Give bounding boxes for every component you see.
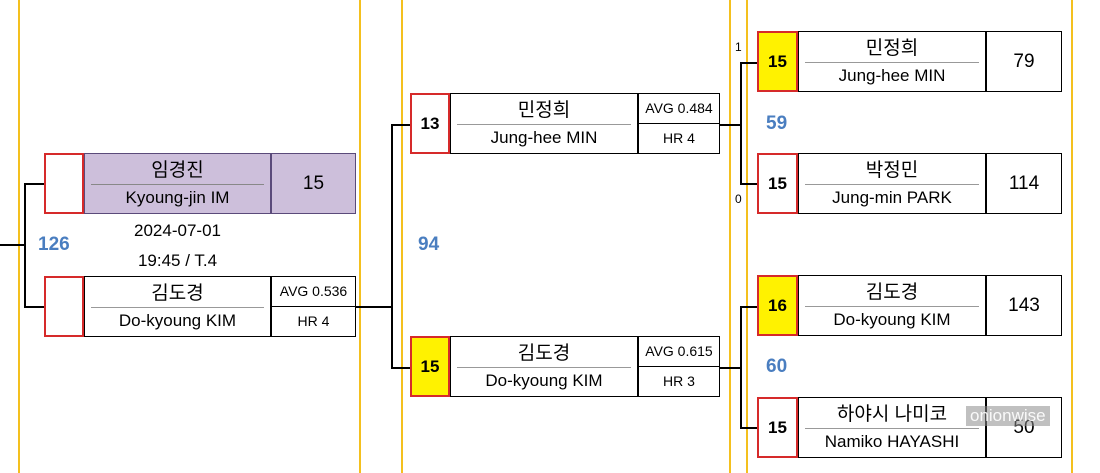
player-card[interactable]: 김도경 Do-kyoung KIM xyxy=(450,336,638,397)
bracket-line xyxy=(391,124,393,368)
column-divider xyxy=(401,0,403,473)
column-divider xyxy=(729,0,731,473)
match-number: 94 xyxy=(418,234,440,255)
player-name-korean: 박정민 xyxy=(865,160,919,182)
player-name-english: Jung-min PARK xyxy=(832,188,952,208)
player-avg: AVG 0.484 xyxy=(639,94,719,124)
bracket-line xyxy=(740,62,757,64)
bracket-line xyxy=(0,244,24,246)
player-score: 15 xyxy=(271,153,356,214)
watermark: onionwise xyxy=(966,406,1050,426)
name-separator xyxy=(805,427,979,429)
seed-box xyxy=(44,153,84,214)
name-separator xyxy=(457,123,631,125)
player-card[interactable]: 민정희 Jung-hee MIN xyxy=(450,93,638,154)
player-stats: AVG 0.484 HR 4 xyxy=(638,93,720,154)
seed-box: 15 xyxy=(410,336,450,397)
name-separator xyxy=(805,183,979,185)
player-hr: HR 3 xyxy=(663,373,695,390)
column-divider xyxy=(359,0,361,473)
player-name-english: Kyoung-jin IM xyxy=(125,188,230,208)
player-stats: AVG 0.615 HR 3 xyxy=(638,336,720,397)
name-separator xyxy=(805,305,979,307)
match-number: 126 xyxy=(38,234,70,255)
bracket-line xyxy=(740,183,757,185)
player-name-english: Do-kyoung KIM xyxy=(485,371,603,391)
player-name-korean: 민정희 xyxy=(865,38,919,60)
bracket-line xyxy=(391,367,410,369)
player-name-korean: 김도경 xyxy=(865,282,919,304)
player-card[interactable]: 김도경 Do-kyoung KIM xyxy=(798,275,986,336)
bracket-line xyxy=(720,367,740,369)
player-avg: AVG 0.615 xyxy=(639,337,719,367)
bracket-line xyxy=(24,306,44,308)
match-number: 59 xyxy=(766,113,788,134)
column-divider xyxy=(746,0,748,473)
player-name-english: Jung-hee MIN xyxy=(490,128,598,148)
player-card-winner[interactable]: 임경진 Kyoung-jin IM xyxy=(84,153,271,214)
player-card[interactable]: 박정민 Jung-min PARK xyxy=(798,153,986,214)
player-name-korean: 김도경 xyxy=(151,283,204,305)
seed-box: 15 xyxy=(757,31,798,92)
set-marker: 0 xyxy=(735,192,742,206)
player-name-korean: 하야시 나미코 xyxy=(836,404,948,426)
bracket-line xyxy=(356,306,391,308)
player-card[interactable]: 하야시 나미코 Namiko HAYASHI xyxy=(798,397,986,458)
player-name-english: Do-kyoung KIM xyxy=(118,311,237,331)
player-score: 114 xyxy=(986,153,1062,214)
player-name-english: Jung-hee MIN xyxy=(838,66,946,86)
player-score: 79 xyxy=(986,31,1062,92)
name-separator xyxy=(805,61,979,63)
player-card[interactable]: 민정희 Jung-hee MIN xyxy=(798,31,986,92)
player-name-korean: 김도경 xyxy=(517,343,571,365)
seed-box xyxy=(44,276,84,337)
bracket-line xyxy=(391,124,410,126)
player-name-english: Namiko HAYASHI xyxy=(824,432,960,452)
name-separator xyxy=(457,366,631,368)
bracket-line xyxy=(740,306,757,308)
match-date: 2024-07-01 xyxy=(134,221,221,240)
bracket-line xyxy=(740,62,742,184)
match-number: 60 xyxy=(766,356,788,377)
player-card[interactable]: 김도경 Do-kyoung KIM xyxy=(84,276,271,337)
player-name-korean: 민정희 xyxy=(517,100,571,122)
seed-box: 15 xyxy=(757,397,798,458)
player-score: 143 xyxy=(986,275,1062,336)
player-stats: AVG 0.536 HR 4 xyxy=(271,276,356,337)
set-marker: 1 xyxy=(735,40,742,54)
bracket-line xyxy=(24,183,44,185)
player-hr: HR 4 xyxy=(297,313,330,330)
bracket-line xyxy=(24,183,26,307)
player-hr: HR 4 xyxy=(663,130,695,147)
seed-box: 16 xyxy=(757,275,798,336)
seed-box: 13 xyxy=(410,93,450,154)
match-time-table: 19:45 / T.4 xyxy=(137,251,218,270)
player-name-korean: 임경진 xyxy=(151,160,204,182)
name-separator xyxy=(91,183,264,185)
column-divider xyxy=(1071,0,1073,473)
name-separator xyxy=(91,306,264,308)
column-divider xyxy=(18,0,20,473)
bracket-line xyxy=(740,306,742,428)
player-avg: AVG 0.536 xyxy=(272,277,355,307)
player-name-english: Do-kyoung KIM xyxy=(833,310,951,330)
bracket-line xyxy=(740,427,757,429)
seed-box: 15 xyxy=(757,153,798,214)
bracket-line xyxy=(720,124,740,126)
